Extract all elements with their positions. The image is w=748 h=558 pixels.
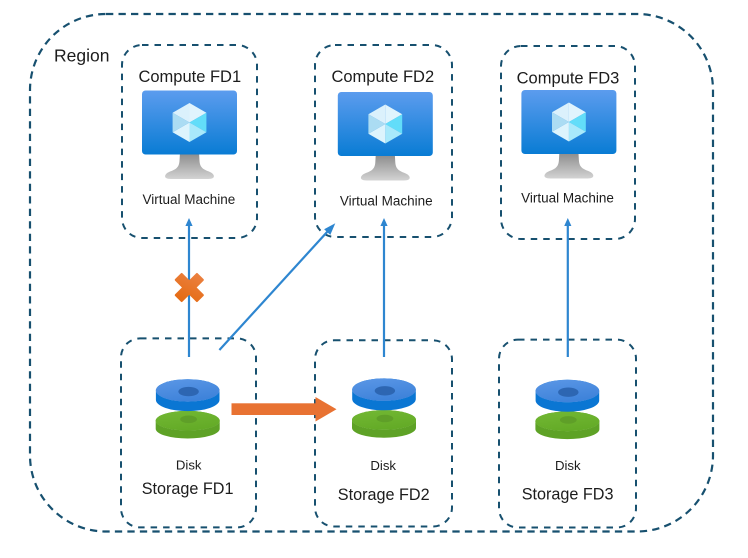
svg-text:Compute FD3: Compute FD3 [517, 70, 620, 88]
svg-text:Disk: Disk [555, 458, 581, 473]
svg-text:Storage FD2: Storage FD2 [338, 486, 430, 504]
svg-text:Compute FD2: Compute FD2 [331, 68, 434, 86]
svg-text:Disk: Disk [370, 458, 396, 473]
svg-text:Compute FD1: Compute FD1 [138, 68, 241, 86]
svg-text:Disk: Disk [176, 458, 202, 473]
svg-text:Virtual Machine: Virtual Machine [142, 192, 235, 207]
svg-text:Region: Region [54, 46, 109, 66]
svg-text:Storage FD3: Storage FD3 [522, 485, 614, 503]
svg-text:Virtual Machine: Virtual Machine [340, 194, 433, 209]
svg-text:Virtual Machine: Virtual Machine [521, 191, 614, 206]
svg-text:Storage FD1: Storage FD1 [142, 480, 234, 498]
